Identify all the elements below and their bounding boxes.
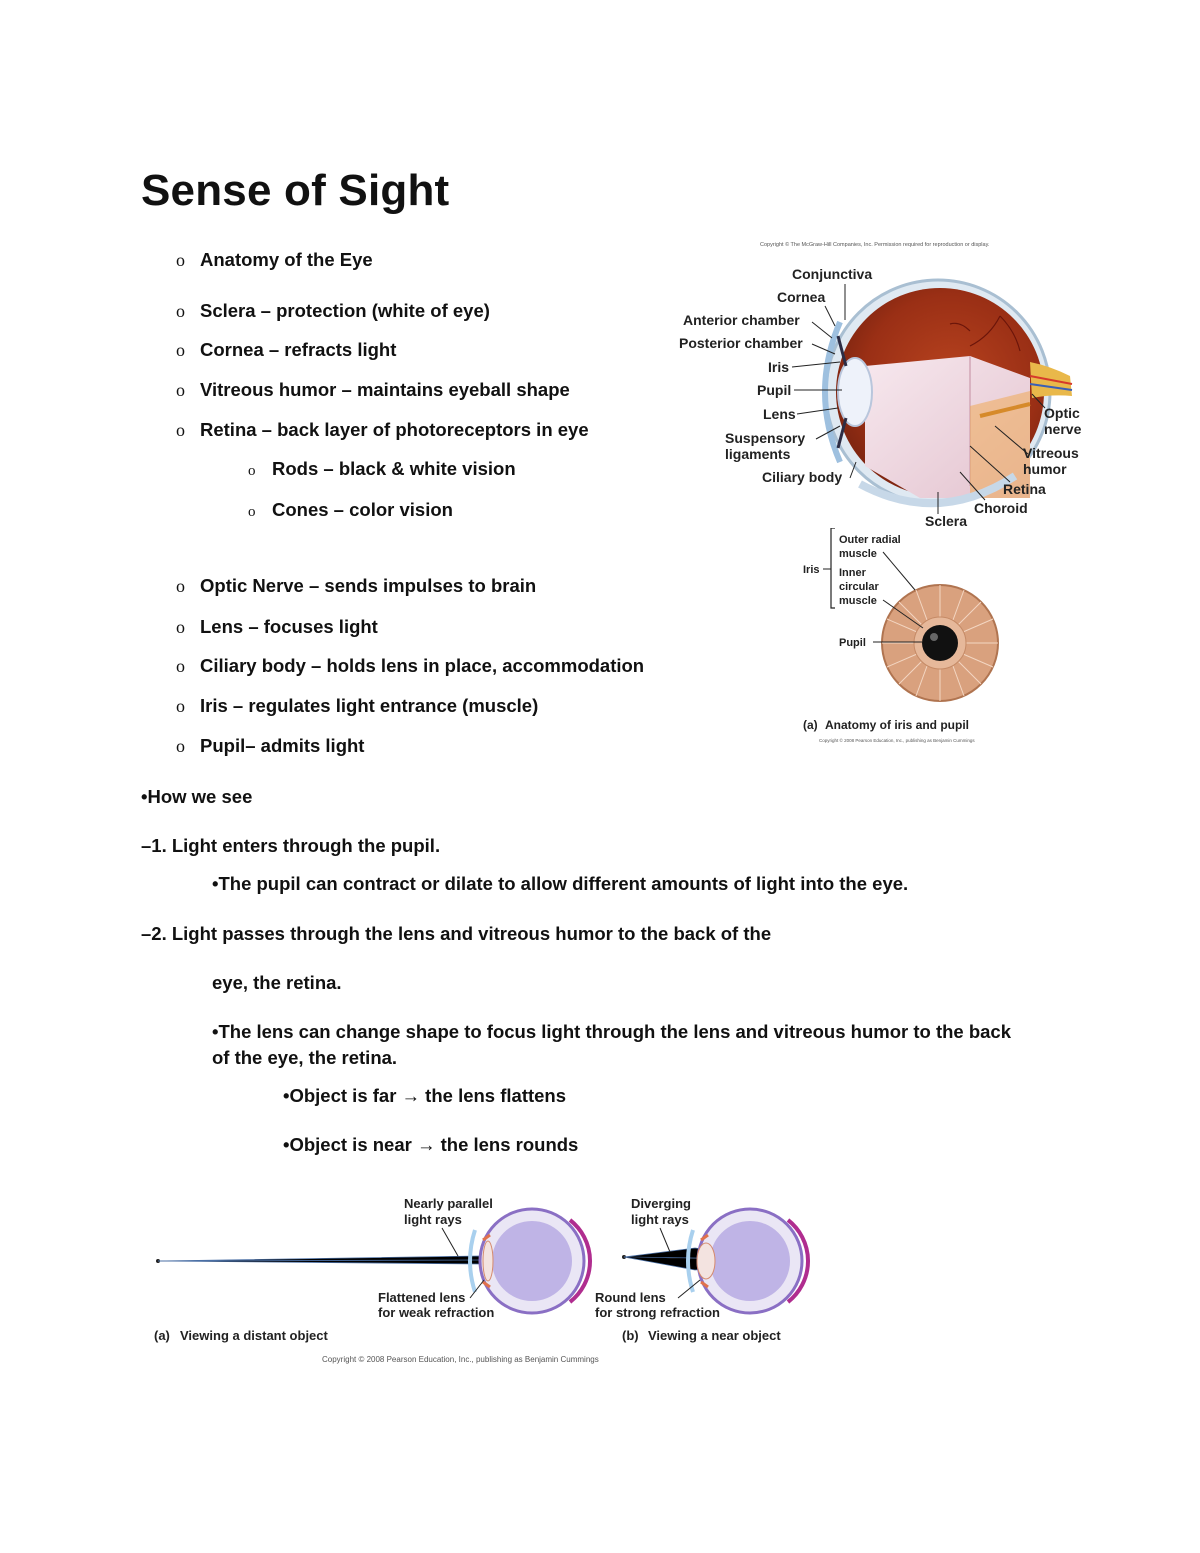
label-vitreous: Vitreous: [1023, 445, 1079, 461]
label-outer-radial-muscle: muscle: [839, 548, 877, 560]
caption-b: Viewing a near object: [648, 1328, 781, 1343]
label-weak-refraction: for weak refraction: [378, 1305, 494, 1320]
label-suspensory: Suspensory: [725, 430, 805, 446]
bullet-icon: o: [176, 617, 185, 637]
label-humor: humor: [1023, 461, 1067, 477]
label-optic: Optic: [1044, 405, 1080, 421]
far-object-note: •Object is far → the lens flattens: [283, 1085, 567, 1106]
label-inner: Inner: [839, 567, 867, 579]
bullet-icon: o: [176, 250, 185, 270]
near-object-note: •Object is near → the lens rounds: [283, 1134, 579, 1155]
bullet-icon: o: [176, 380, 185, 400]
label-nearly-parallel: Nearly parallel: [404, 1196, 493, 1211]
label-conjunctiva: Conjunctiva: [792, 266, 872, 282]
step-1-note: •The pupil can contract or dilate to all…: [212, 873, 909, 894]
pupil-illustration: [922, 625, 958, 661]
label-anterior-chamber: Anterior chamber: [683, 312, 800, 328]
bullet-icon: o: [176, 301, 185, 321]
label-iris: Iris: [768, 359, 789, 375]
label-round-lens: Round lens: [595, 1290, 666, 1305]
page-title: Sense of Sight: [141, 166, 450, 215]
step-2: –2. Light passes through the lens and vi…: [141, 923, 772, 944]
label-pupil: Pupil: [839, 637, 866, 649]
bullet-icon: o: [176, 340, 185, 360]
bullet-icon: o: [248, 463, 256, 479]
label-choroid: Choroid: [974, 500, 1028, 516]
caption-b-tag: (b): [622, 1328, 639, 1343]
iris-caption: Anatomy of iris and pupil: [825, 718, 969, 732]
section-heading: •How we see: [141, 786, 253, 807]
label-flattened-lens: Flattened lens: [378, 1290, 465, 1305]
label-retina: Retina: [1003, 481, 1046, 497]
bullet-icon: o: [176, 656, 185, 676]
copyright-text: Copyright © The McGraw-Hill Companies, I…: [760, 241, 990, 248]
step-1: –1. Light enters through the pupil.: [141, 835, 441, 856]
eye-anatomy-diagram: Copyright © The McGraw-Hill Companies, I…: [679, 241, 1082, 529]
label-circular: circular: [839, 581, 879, 593]
label-diverging-rays: light rays: [631, 1212, 689, 1227]
radial-muscle-lines: [882, 585, 998, 701]
caption-a-tag: (a): [154, 1328, 170, 1343]
iris-caption-tag: (a): [803, 718, 818, 732]
label-lens: Lens: [763, 406, 796, 422]
bullet-icon: o: [176, 696, 185, 716]
copyright-text: Copyright © 2008 Pearson Education, Inc.…: [819, 737, 975, 743]
label-light-rays: light rays: [404, 1212, 462, 1227]
step-2-note: •The lens can change shape to focus ligh…: [212, 1021, 1011, 1042]
step-2-continued: eye, the retina.: [212, 972, 342, 993]
iris-diagram: Iris Outer radial muscle Inner circular …: [803, 528, 999, 743]
distant-eye-illustration: [468, 1207, 593, 1315]
bullet-icon: o: [248, 504, 256, 520]
near-eye-illustration: [686, 1207, 811, 1315]
focusing-diagram: Nearly parallel light rays Flattened len…: [154, 1196, 811, 1364]
caption-a: Viewing a distant object: [180, 1328, 329, 1343]
label-sclera: Sclera: [925, 513, 967, 529]
label-cornea: Cornea: [777, 289, 825, 305]
copyright-text: Copyright © 2008 Pearson Education, Inc.…: [322, 1355, 599, 1364]
label-diverging: Diverging: [631, 1196, 691, 1211]
label-pupil: Pupil: [757, 382, 791, 398]
label-iris: Iris: [803, 564, 820, 576]
label-posterior-chamber: Posterior chamber: [679, 335, 803, 351]
label-nerve: nerve: [1044, 421, 1082, 437]
bullet-icon: o: [176, 420, 185, 440]
label-strong-refraction: for strong refraction: [595, 1305, 720, 1320]
label-inner-circular-muscle: muscle: [839, 595, 877, 607]
label-ligaments: ligaments: [725, 446, 791, 462]
bullet-icon: o: [176, 736, 185, 756]
bullet-icon: o: [176, 576, 185, 596]
step-2-note-continued: of the eye, the retina.: [212, 1047, 398, 1068]
label-ciliary-body: Ciliary body: [762, 469, 842, 485]
label-outer-radial: Outer radial: [839, 534, 901, 546]
